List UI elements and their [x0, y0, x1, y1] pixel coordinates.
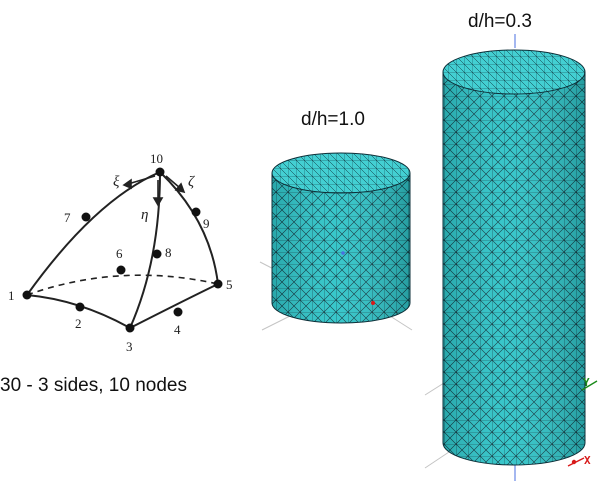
short-center-marker	[341, 251, 345, 255]
short-model-label: d/h=1.0	[301, 109, 365, 130]
triad-x-label: X	[584, 454, 591, 467]
edge-10-3	[129, 171, 161, 329]
node-label-4: 4	[174, 322, 181, 337]
y-axis-line	[581, 380, 598, 391]
tall-cylinder-model	[424, 34, 598, 481]
node-label-2: 2	[75, 316, 82, 331]
short-cylinder-model	[259, 152, 413, 331]
node-label-9: 9	[203, 216, 210, 231]
node-markers	[22, 167, 223, 333]
xi-label: ξ	[113, 174, 120, 190]
triad-y-label: Y	[583, 376, 590, 389]
edge-1-10	[26, 171, 161, 296]
tetrahedral-element: 1 2 3 4 5 6 7 8 9 10 ξ η ζ	[8, 151, 233, 354]
tall-origin-marker	[571, 459, 577, 465]
element-caption: 30 - 3 sides, 10 nodes	[0, 375, 187, 396]
short-origin-marker	[371, 301, 375, 305]
node-label-1: 1	[8, 288, 15, 303]
node-label-6: 6	[116, 246, 123, 261]
zeta-label: ζ	[188, 174, 195, 190]
eta-label: η	[141, 207, 148, 223]
node-label-5: 5	[226, 277, 233, 292]
axis-arrows	[122, 175, 186, 207]
node-label-8: 8	[165, 245, 172, 260]
hidden-edge	[26, 274, 219, 296]
node-label-10: 10	[150, 151, 163, 166]
tall-model-label: d/h=0.3	[468, 11, 532, 32]
node-label-7: 7	[64, 210, 71, 225]
node-label-3: 3	[126, 339, 133, 354]
edge-10-5	[159, 171, 219, 285]
edge-3-5	[129, 283, 219, 329]
